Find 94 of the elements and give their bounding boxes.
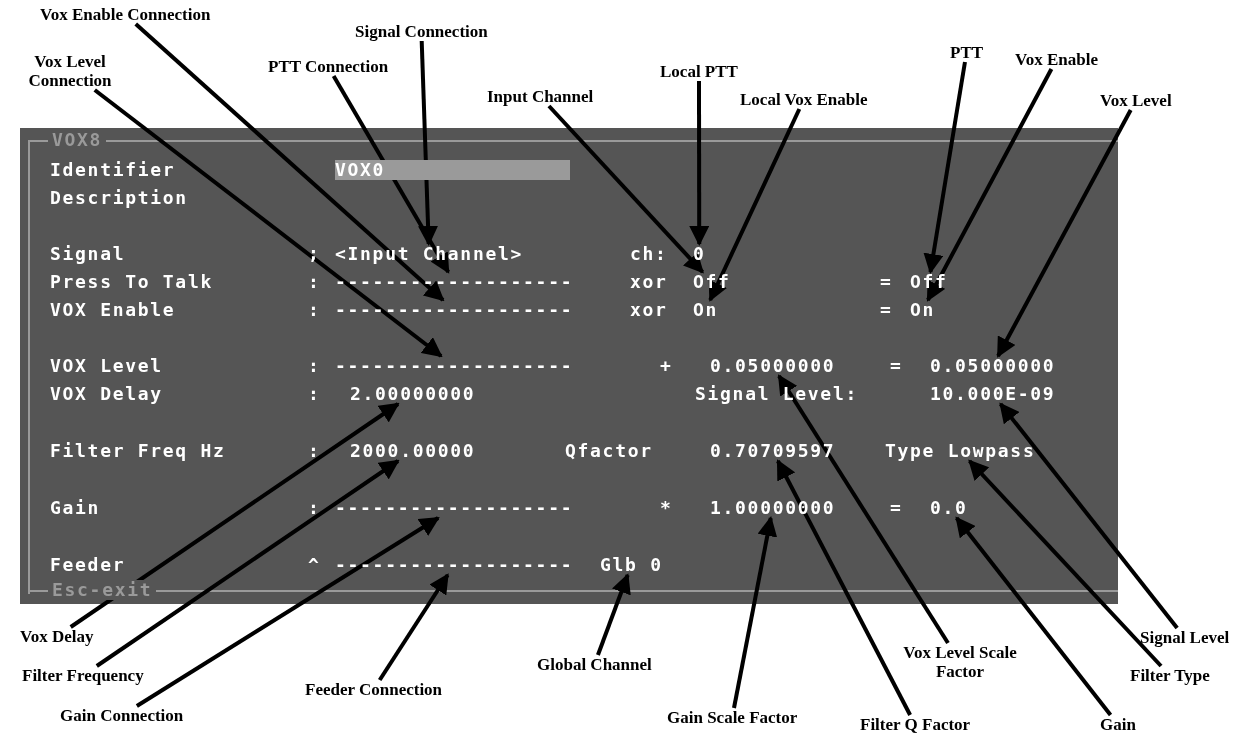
screen-text: Type Lowpass (885, 441, 1036, 461)
screen-text: + (660, 356, 673, 376)
screen-text: 1.00000000 (710, 498, 836, 518)
arrow (689, 81, 710, 246)
screen-text: 2.00000000 (350, 384, 476, 404)
callout-label: Local PTT (660, 62, 738, 81)
callout-label: Vox Level Connection (10, 52, 130, 90)
screen-text: Glb 0 (600, 555, 663, 575)
arrow (418, 40, 439, 246)
screen-text: Press To Talk (50, 272, 213, 292)
arrow (999, 402, 1179, 630)
screen-text: 0.05000000 (710, 356, 836, 376)
terminal-window (20, 128, 1118, 604)
arrow (95, 459, 400, 668)
screen-text: Qfactor (565, 441, 653, 461)
callout-label: Vox Delay (20, 627, 94, 646)
arrow (135, 516, 440, 708)
screen-text: = (880, 272, 893, 292)
screen-text: ------------------- (335, 300, 574, 320)
arrow (955, 516, 1113, 717)
callout-label: Vox Level Scale Factor (895, 643, 1025, 681)
screen-text: VOX Delay (50, 384, 163, 404)
screen-text: <Input Channel> (335, 244, 524, 264)
screen-text: xor (630, 272, 668, 292)
arrow (596, 573, 631, 656)
screen-text: = (890, 356, 903, 376)
arrow (134, 22, 445, 302)
screen-text: On (693, 300, 719, 320)
arrow (926, 68, 1054, 302)
callout-label: Local Vox Enable (740, 90, 868, 109)
screen-text: Filter Freq Hz (50, 441, 226, 461)
screen-text: Off (910, 272, 948, 292)
callout-label: Gain Connection (60, 706, 184, 725)
callout-label: Filter Q Factor (860, 715, 971, 734)
screen-text: xor (630, 300, 668, 320)
screen-text: On (910, 300, 936, 320)
callout-label: Global Channel (537, 655, 652, 674)
screen-text: ------------------- (335, 356, 574, 376)
screen-text: Off (693, 272, 731, 292)
screen-text: : (308, 356, 321, 376)
screen-text: 0.70709597 (710, 441, 836, 461)
callout-label: Filter Frequency (22, 666, 144, 685)
screen-text: Gain (50, 498, 101, 518)
screen-text: : (308, 498, 321, 518)
input-field: VOX0 (335, 160, 570, 180)
arrow (996, 109, 1133, 358)
screen-text: Signal (50, 244, 126, 264)
callout-label: Signal Level (1140, 628, 1230, 647)
screen-text: Signal Level: (695, 384, 858, 404)
screen-text: : (308, 272, 321, 292)
screen-text: : (308, 300, 321, 320)
arrow (378, 573, 450, 682)
screen-text: : (308, 384, 321, 404)
callout-label: Gain Scale Factor (667, 708, 798, 727)
screen-text: 0 (693, 244, 706, 264)
screen-text: : (308, 441, 321, 461)
callout-label: Vox Enable (1015, 50, 1098, 69)
screen-text: = (880, 300, 893, 320)
arrow (69, 402, 400, 629)
footer-hint: Esc-exit (48, 580, 157, 600)
screen-text: 0.05000000 (930, 356, 1056, 376)
screen-text: ch: (630, 244, 668, 264)
callout-label: PTT (950, 43, 984, 62)
callout-label: Vox Level (1100, 91, 1172, 110)
callout-label: Input Channel (487, 87, 594, 106)
callout-label: Filter Type (1130, 666, 1210, 685)
arrow (547, 104, 705, 274)
arrow (776, 459, 912, 716)
arrow (923, 61, 967, 274)
callout-label: Signal Connection (355, 22, 488, 41)
screen-text: ^ (308, 555, 321, 575)
screen-text: 10.000E-09 (930, 384, 1056, 404)
screen-text: = (890, 498, 903, 518)
screen-text: ------------------- (335, 555, 574, 575)
screen-text: ------------------- (335, 498, 574, 518)
callout-label: Feeder Connection (305, 680, 443, 699)
screen-text: ------------------- (335, 272, 574, 292)
arrow (331, 75, 450, 274)
screen-text: 0.0 (930, 498, 968, 518)
screen-text: 2000.00000 (350, 441, 476, 461)
screen-text: Description (50, 188, 188, 208)
screen-text: ; (308, 244, 321, 264)
arrow (777, 374, 950, 645)
callout-label: Gain (1100, 715, 1136, 734)
screen-text: VOX Level (50, 356, 163, 376)
arrow (93, 88, 443, 358)
screen-text: * (660, 498, 673, 518)
arrow (732, 516, 778, 709)
screen-text: VOX Enable (50, 300, 176, 320)
arrow (968, 459, 1163, 668)
screen-text: Feeder (50, 555, 126, 575)
callout-label: Vox Enable Connection (40, 5, 211, 24)
callout-label: PTT Connection (268, 57, 389, 76)
screen-text: Identifier (50, 160, 176, 180)
